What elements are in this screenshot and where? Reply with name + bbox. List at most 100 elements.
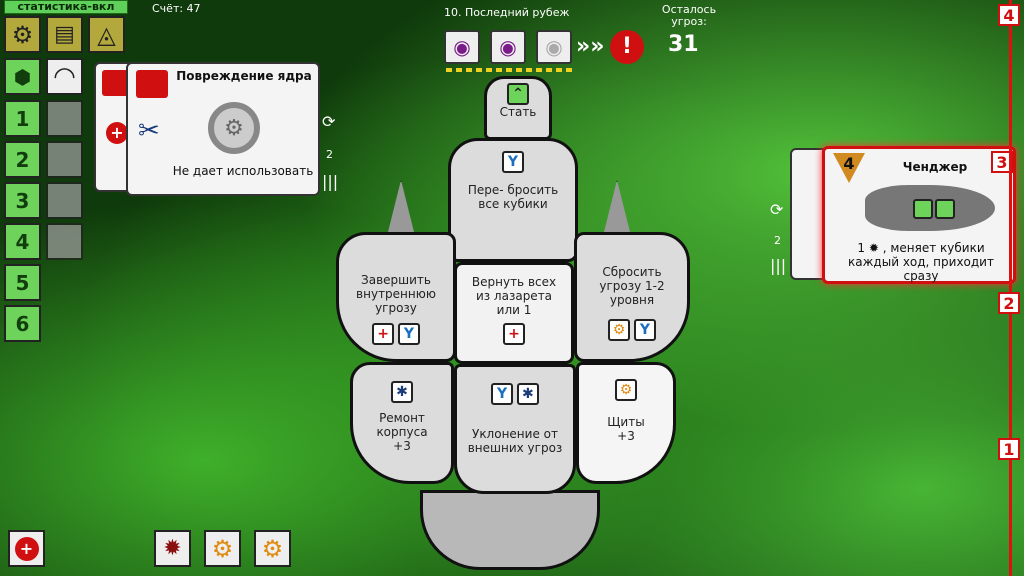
crew-slot-5[interactable]: 5: [4, 264, 41, 301]
crew-slot-1[interactable]: 1: [4, 100, 41, 137]
rules-button[interactable]: ▤: [46, 16, 83, 53]
tools-icon: ✱: [391, 381, 413, 403]
crew-dice-slot[interactable]: [46, 223, 83, 260]
eye-icon: ◉: [499, 35, 517, 59]
zone-4-marker: 4: [998, 4, 1020, 26]
gear-icon: ⚙: [615, 379, 637, 401]
threat-count: 2: [774, 234, 781, 247]
medical-cross-icon: +: [14, 536, 39, 561]
crew-icon: ✹: [868, 241, 879, 255]
station-reset-threat[interactable]: Сбросить угрозу 1-2 уровня ⚙ Y: [574, 232, 690, 362]
medical-cross-icon: +: [503, 323, 525, 345]
station-reroll-label: Пере- бросить все кубики: [467, 183, 559, 211]
medical-cross-icon: +: [106, 122, 128, 144]
shield-slot[interactable]: ◠: [46, 58, 83, 95]
gear-die-button[interactable]: ⚙: [204, 530, 241, 567]
station-finish-internal-label: Завершить внутреннюю угрозу: [356, 273, 436, 315]
damage-marker: [136, 70, 168, 98]
science-icon: Y: [633, 319, 656, 341]
crew-dice-slot[interactable]: [46, 141, 83, 178]
eye-icon: ◉: [453, 35, 471, 59]
zone-2-marker: 2: [998, 292, 1020, 314]
station-evade-label: Уклонение от внешних угроз: [467, 427, 563, 455]
crew-slot-3[interactable]: 3: [4, 182, 41, 219]
book-icon: ▤: [54, 22, 75, 47]
science-icon: Y: [491, 383, 514, 405]
dice-icon: [913, 199, 933, 219]
station-reroll[interactable]: Y Пере- бросить все кубики: [448, 138, 578, 262]
station-return-infirmary-label: Вернуть всех из лазарета или 1: [471, 275, 557, 317]
station-hull-repair-label: Ремонт корпуса: [376, 411, 428, 439]
threat-zone-number: 3: [991, 151, 1013, 173]
station-shields-bonus: +3: [617, 429, 635, 443]
hex-crew-button[interactable]: ⬢: [4, 58, 41, 95]
shield-arc-icon: ◠: [53, 61, 76, 92]
station-return-infirmary[interactable]: Вернуть всех из лазарета или 1 +: [454, 262, 574, 364]
threat-card-prefix: 1: [857, 241, 865, 255]
station-finish-internal[interactable]: Завершить внутреннюю угрозу + Y: [336, 232, 456, 362]
triangle-logo-icon: ◬: [97, 20, 116, 49]
hexagon-icon: ⬢: [13, 64, 32, 89]
bug-lock-button[interactable]: ✹: [154, 530, 191, 567]
station-evade[interactable]: Y ✱ Уклонение от внешних угроз: [454, 364, 576, 494]
wrench-icon: ✂: [138, 116, 160, 146]
chevrons-icon: »»: [576, 34, 605, 59]
threats-left-value: 31: [668, 32, 699, 57]
eye-icon: ◉: [545, 35, 563, 59]
crew-slot-4[interactable]: 4: [4, 223, 41, 260]
station-top-label: Стать: [499, 105, 537, 119]
science-icon: Y: [502, 151, 524, 173]
round-label: 10. Последний рубеж: [444, 6, 570, 19]
station-hull-repair-bonus: +3: [393, 439, 411, 453]
damage-count: 2: [326, 148, 333, 161]
crew-dice-slot[interactable]: [46, 182, 83, 219]
deck-icon: |||: [322, 172, 339, 191]
threat-slot[interactable]: ◉: [444, 30, 480, 64]
chevron-up-icon: ⌃: [507, 83, 529, 105]
damage-card[interactable]: Повреждение ядра ✂ ⚙ Не дает использоват…: [126, 62, 320, 196]
gear-die-button[interactable]: ⚙: [254, 530, 291, 567]
stats-toggle-button[interactable]: статистика-вкл: [4, 0, 128, 14]
logo-button[interactable]: ◬: [88, 16, 125, 53]
station-shields-label: Щиты: [607, 415, 645, 429]
damage-card-title: Повреждение ядра: [176, 69, 312, 83]
ship-engine: [420, 490, 600, 570]
gear-icon: ⚙: [261, 534, 284, 563]
gear-wrench-icon: ⚙: [208, 102, 260, 154]
infirmary-button[interactable]: +: [8, 530, 45, 567]
threat-slot[interactable]: ◉: [490, 30, 526, 64]
damage-card-effect: Не дает использовать: [172, 164, 314, 178]
cycle-icon: ⟳: [770, 200, 784, 219]
ship-fin: [602, 180, 632, 240]
ship-fin: [386, 180, 416, 240]
threat-card[interactable]: 4 Ченджер 1 ✹ , меняет кубики каждый ход…: [822, 146, 1016, 284]
threat-level-badge: 4: [833, 153, 865, 183]
crew-slot-6[interactable]: 6: [4, 305, 41, 342]
cycle-icon: ⟳: [322, 112, 336, 131]
station-hull-repair[interactable]: ✱ Ремонт корпуса +3: [350, 362, 454, 484]
zone-rail: [1009, 0, 1012, 576]
gear-icon: ⚙: [211, 534, 234, 563]
settings-button[interactable]: ⚙: [4, 16, 41, 53]
science-icon: Y: [397, 323, 420, 345]
zone-1-marker: 1: [998, 438, 1020, 460]
station-shields[interactable]: ⚙ Щиты +3: [576, 362, 676, 484]
threats-left-label: Осталось угроз:: [661, 3, 717, 28]
exclamation-icon: !: [610, 30, 644, 64]
station-reset-threat-label: Сбросить угрозу 1-2 уровня: [599, 265, 665, 307]
threat-card-title: Ченджер: [902, 160, 968, 174]
threat-card-description: , меняет кубики каждый ход, приходит сра…: [848, 241, 994, 283]
crew-dice-slot[interactable]: [46, 100, 83, 137]
dice-icon: [935, 199, 955, 219]
score-label: Счёт: 47: [152, 2, 201, 15]
gear-icon: ⚙: [11, 20, 34, 49]
medical-cross-icon: +: [372, 323, 395, 345]
crew-slot-2[interactable]: 2: [4, 141, 41, 178]
deck-icon: |||: [770, 256, 787, 275]
gear-icon: ⚙: [608, 319, 631, 341]
tools-icon: ✱: [516, 383, 539, 405]
bug-lock-icon: ✹: [163, 536, 182, 561]
threat-slot[interactable]: ◉: [536, 30, 572, 64]
station-top[interactable]: ⌃ Стать: [484, 76, 552, 140]
threat-progress: [446, 68, 572, 72]
